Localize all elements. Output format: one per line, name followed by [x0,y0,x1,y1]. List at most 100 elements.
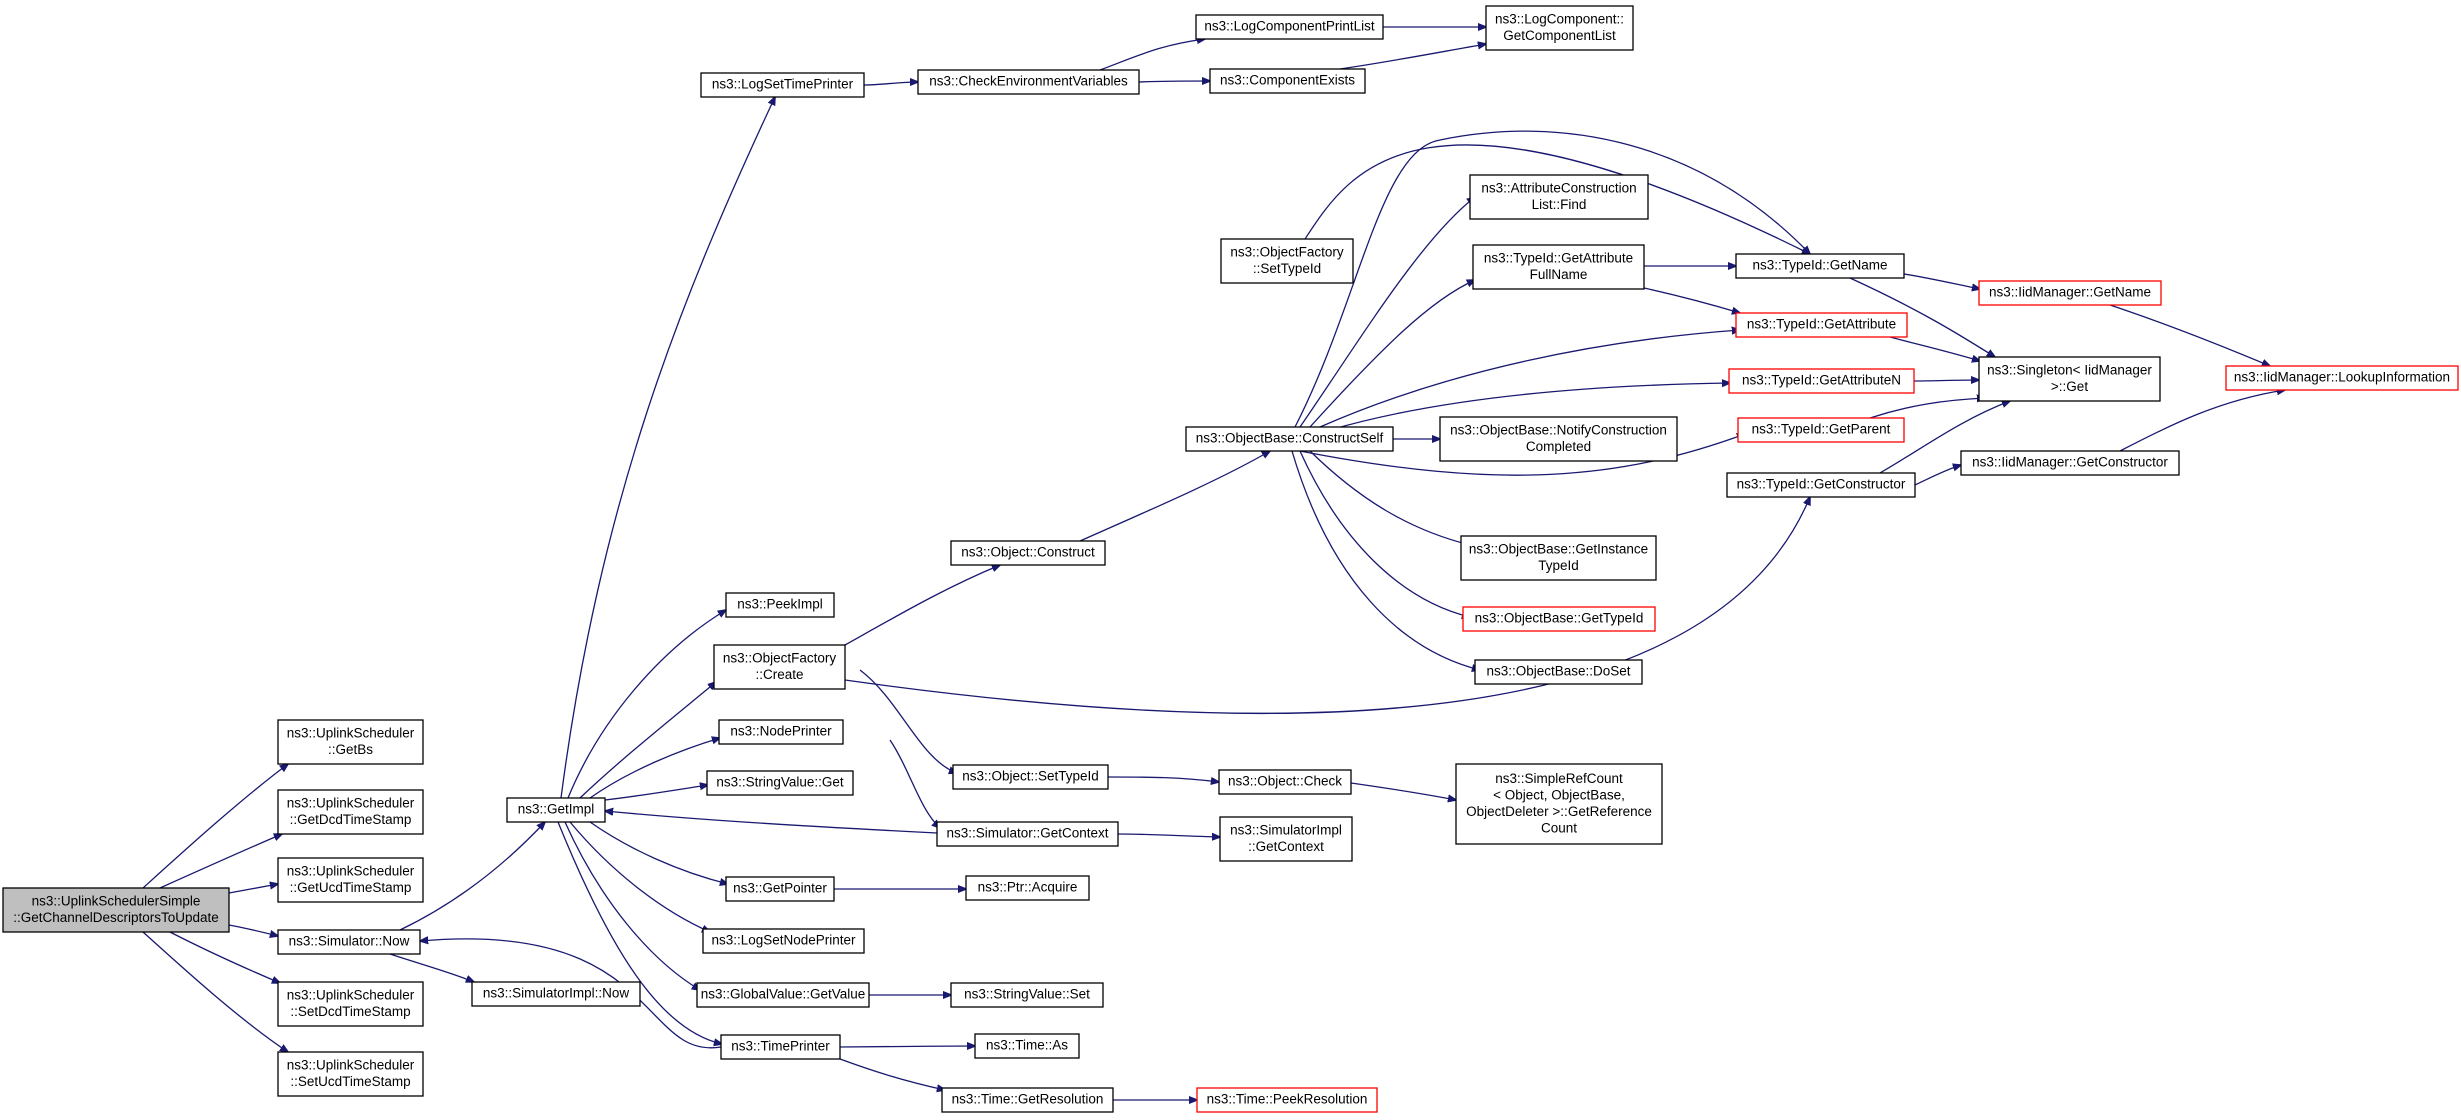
node-tidgetattrn[interactable]: ns3::TypeId::GetAttributeN [1728,368,1915,394]
node-box[interactable] [1737,417,1905,443]
node-box[interactable] [1196,1087,1378,1113]
node-box[interactable] [1726,472,1916,498]
node-box[interactable] [1960,450,2180,476]
node-tidgetattr[interactable]: ns3::TypeId::GetAttribute [1735,312,1908,338]
node-logsetnode[interactable]: ns3::LogSetNodePrinter [702,928,865,954]
node-box[interactable] [1219,816,1353,862]
node-svget[interactable]: ns3::StringValue::Get [706,770,854,796]
node-box[interactable] [720,1034,841,1060]
node-tidgetctor[interactable]: ns3::TypeId::GetConstructor [1726,472,1916,498]
node-objsettypeid[interactable]: ns3::Object::SetTypeId [952,764,1109,790]
node-simgetctx[interactable]: ns3::Simulator::GetContext [936,821,1119,847]
node-getpointer[interactable]: ns3::GetPointer [725,876,835,902]
node-obconstructself[interactable]: ns3::ObjectBase::ConstructSelf [1185,426,1394,452]
node-getdcd[interactable]: ns3::UplinkScheduler::GetDcdTimeStamp [277,789,424,835]
node-box[interactable] [1460,535,1657,581]
node-root[interactable]: ns3::UplinkSchedulerSimple::GetChannelDe… [2,887,230,933]
node-box[interactable] [1978,280,2162,306]
node-box[interactable] [1728,368,1915,394]
node-box[interactable] [1218,769,1352,795]
node-box[interactable] [950,540,1106,566]
node-getimpl[interactable]: ns3::GetImpl [506,797,606,823]
node-box[interactable] [941,1087,1114,1113]
node-logcompprint[interactable]: ns3::LogComponentPrintList [1195,14,1384,40]
node-objcheck[interactable]: ns3::Object::Check [1218,769,1352,795]
node-timeas[interactable]: ns3::Time::As [974,1033,1080,1059]
node-svset[interactable]: ns3::StringValue::Set [950,982,1104,1008]
node-box[interactable] [1469,174,1649,220]
node-box[interactable] [696,982,870,1008]
node-box[interactable] [1474,659,1643,685]
node-ofcreate[interactable]: ns3::ObjectFactory::Create [713,644,846,690]
node-box[interactable] [713,644,846,690]
node-logcompget[interactable]: ns3::LogComponent::GetComponentList [1485,5,1634,51]
node-nodeprinter[interactable]: ns3::NodePrinter [718,719,844,745]
node-iidgetname[interactable]: ns3::IidManager::GetName [1978,280,2162,306]
node-singleton[interactable]: ns3::Singleton< IidManager >::Get [1978,356,2161,402]
node-ofsettypeid[interactable]: ns3::ObjectFactory::SetTypeId [1220,238,1354,284]
node-box[interactable] [1735,253,1905,279]
node-simimplgetctx[interactable]: ns3::SimulatorImpl::GetContext [1219,816,1353,862]
node-box[interactable] [1455,763,1663,845]
node-timepeekres[interactable]: ns3::Time::PeekResolution [1196,1087,1378,1113]
node-compexists[interactable]: ns3::ComponentExists [1209,68,1366,94]
node-box[interactable] [718,719,844,745]
node-box[interactable] [471,981,641,1007]
node-box[interactable] [277,789,424,835]
node-box[interactable] [277,719,424,765]
node-box[interactable] [277,929,421,955]
node-box[interactable] [936,821,1119,847]
node-ptracquire[interactable]: ns3::Ptr::Acquire [965,875,1090,901]
node-checkenv[interactable]: ns3::CheckEnvironmentVariables [917,69,1140,95]
node-logsettime[interactable]: ns3::LogSetTimePrinter [700,72,865,98]
node-box[interactable] [1195,14,1384,40]
node-tidgetname[interactable]: ns3::TypeId::GetName [1735,253,1905,279]
node-box[interactable] [2,887,230,933]
node-timegetres[interactable]: ns3::Time::GetResolution [941,1087,1114,1113]
node-tidgetparent[interactable]: ns3::TypeId::GetParent [1737,417,1905,443]
node-box[interactable] [1978,356,2161,402]
node-box[interactable] [725,876,835,902]
node-box[interactable] [950,982,1104,1008]
node-box[interactable] [1485,5,1634,51]
node-box[interactable] [1185,426,1394,452]
node-box[interactable] [277,857,424,903]
node-box[interactable] [702,928,865,954]
node-objconstruct[interactable]: ns3::Object::Construct [950,540,1106,566]
node-simplerefcount[interactable]: ns3::SimpleRefCount< Object, ObjectBase,… [1455,763,1663,845]
node-box[interactable] [2225,365,2459,391]
node-box[interactable] [1439,416,1678,462]
node-obnotify[interactable]: ns3::ObjectBase::NotifyConstructionCompl… [1439,416,1678,462]
node-setdcd[interactable]: ns3::UplinkScheduler::SetDcdTimeStamp [277,981,424,1027]
node-simimplnow[interactable]: ns3::SimulatorImpl::Now [471,981,641,1007]
node-box[interactable] [1209,68,1366,94]
node-box[interactable] [974,1033,1080,1059]
node-box[interactable] [1220,238,1354,284]
node-iidgetctor[interactable]: ns3::IidManager::GetConstructor [1960,450,2180,476]
node-box[interactable] [277,1051,424,1097]
node-setucd[interactable]: ns3::UplinkScheduler::SetUcdTimeStamp [277,1051,424,1097]
node-box[interactable] [1472,244,1645,290]
node-box[interactable] [725,592,835,618]
node-box[interactable] [706,770,854,796]
node-box[interactable] [1735,312,1908,338]
node-getucd[interactable]: ns3::UplinkScheduler::GetUcdTimeStamp [277,857,424,903]
node-box[interactable] [952,764,1109,790]
node-simnow[interactable]: ns3::Simulator::Now [277,929,421,955]
node-timeprinter[interactable]: ns3::TimePrinter [720,1034,841,1060]
node-obgettypeid[interactable]: ns3::ObjectBase::GetTypeId [1462,606,1656,632]
node-box[interactable] [277,981,424,1027]
node-iidlookup[interactable]: ns3::IidManager::LookupInformation [2225,365,2459,391]
node-obdoset[interactable]: ns3::ObjectBase::DoSet [1474,659,1643,685]
node-box[interactable] [1462,606,1656,632]
node-box[interactable] [965,875,1090,901]
node-gvgetvalue[interactable]: ns3::GlobalValue::GetValue [696,982,870,1008]
node-box[interactable] [917,69,1140,95]
node-getbs[interactable]: ns3::UplinkScheduler::GetBs [277,719,424,765]
node-peekimpl[interactable]: ns3::PeekImpl [725,592,835,618]
node-box[interactable] [700,72,865,98]
node-box[interactable] [506,797,606,823]
